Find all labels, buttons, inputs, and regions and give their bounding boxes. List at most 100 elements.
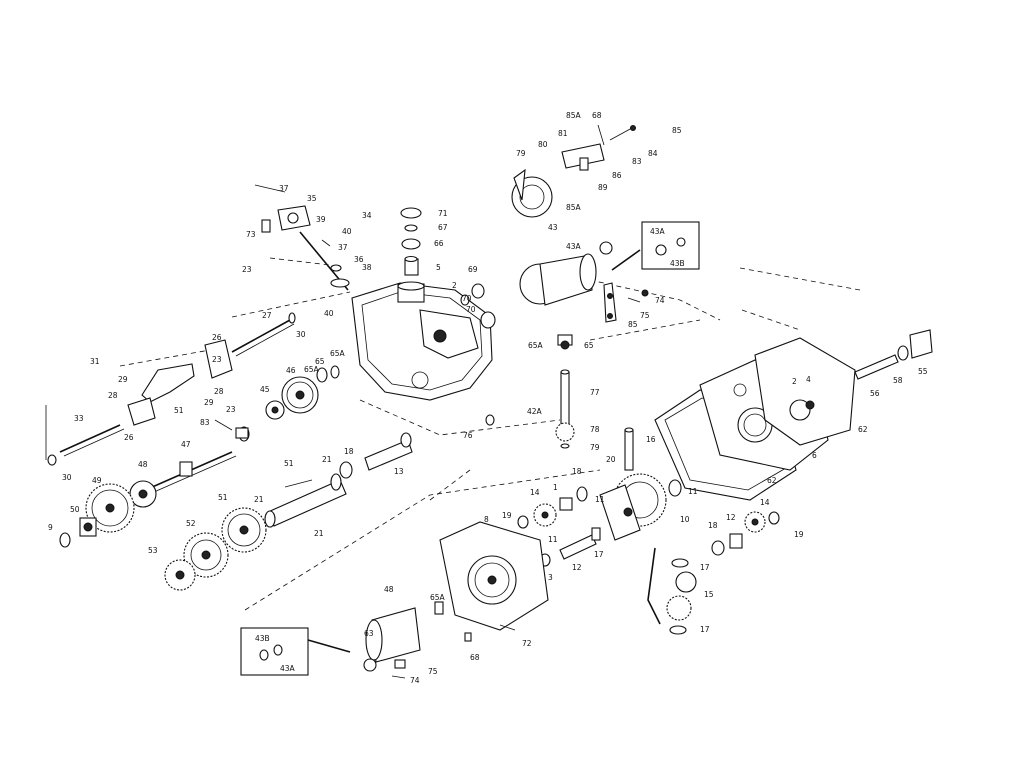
callout-14a: 14 [530,488,540,497]
callout-11b: 11 [548,535,558,544]
callout-33: 34 [362,211,372,220]
callout-17b: 17 [700,563,710,572]
callout-89: 89 [598,183,608,192]
callout-74a: 75 [640,311,650,320]
inset-bottom-label-1: 43B [255,634,270,643]
gear-case-housing [351,281,493,401]
callout-69a: 70 [462,294,472,303]
callout-52: 53 [148,546,158,555]
washer-75 [485,414,495,426]
callout-28a: 28 [108,391,118,400]
callout-76: 77 [590,388,600,397]
gears-15-17 [647,547,697,635]
callout-30b: 30 [62,473,72,482]
housing-8 [439,521,549,631]
sprocket-51 [183,532,229,578]
callout-22a: 21 [322,455,332,464]
sprocket-50 [221,507,267,553]
callout-47b: 48 [384,585,394,594]
callout-43: 43A [566,242,582,251]
callout-26b: 26 [124,433,134,442]
cover-58-rear [754,337,856,446]
small-parts-case-right [460,283,496,329]
callout-1: 1 [553,483,558,492]
callout-20: 20 [606,455,616,464]
callout-40: 42A [527,407,543,416]
callout-74b: 75 [428,667,438,676]
callout-61: 63 [364,629,374,638]
callout-36b: 37 [338,243,348,252]
shaft-32 [45,405,125,466]
callout-19a: 19 [502,511,512,520]
callout-85: 85A [566,111,582,120]
small-parts-23-82 [214,419,249,439]
callout-44: 45 [260,385,270,394]
callout-64a: 65A [528,341,544,350]
shaft-40 [555,334,575,449]
callout-73b: 74 [410,676,420,685]
callout-37: 38 [362,263,372,272]
upper-stack [400,207,422,276]
callout-17a: 17 [594,550,604,559]
small-parts-lower [434,601,516,642]
callout-53b: 51 [284,459,294,468]
callout-22b: 21 [254,495,264,504]
callout-56: 58 [893,376,903,385]
callout-71: 72 [522,639,532,648]
callout-63a: 65 [584,341,594,350]
callout-39: 40 [342,227,352,236]
gear-49 [79,517,97,537]
sprocket-47 [129,480,157,508]
callout-65a: 66 [434,239,444,248]
callout-65: 65A [304,365,320,374]
callout-29a: 29 [118,375,128,384]
shaft-12-middle [539,527,601,567]
callout-81: 81 [558,129,568,138]
callout-51: 52 [186,519,196,528]
callout-77: 78 [590,425,600,434]
callout-39b: 40 [324,309,334,318]
callout-25b: 23 [212,355,222,364]
callout-68: 69 [468,265,478,274]
callout-2b: 2 [792,377,797,386]
sprocket-52 [164,559,196,591]
shaft-46 [149,426,250,493]
callout-15: 15 [704,590,714,599]
callout-5: 5 [436,263,441,272]
callout-10: 10 [680,515,690,524]
washer-9 [59,532,71,548]
callout-49: 50 [70,505,80,514]
callout-12b: 12 [726,513,736,522]
callout-50: 51 [218,493,228,502]
bracket-47-lower [363,607,421,679]
callout-18b: 18 [572,467,582,476]
callout-19b: 19 [794,530,804,539]
shaft-27 [127,312,296,426]
callout-64c: 65A [430,593,446,602]
callout-83: 84 [648,149,658,158]
callout-6: 6 [812,451,817,460]
callout-9: 9 [48,523,53,532]
callout-72: 73 [246,230,256,239]
callout-14b: 14 [760,498,770,507]
callout-32: 33 [74,414,84,423]
callout-98: 85 [628,320,638,329]
gear-10-assembly [599,427,682,541]
callout-63b: 65 [315,357,325,366]
inset-bottom-label-2: 43A [280,664,296,673]
callout-11c: 11 [688,487,698,496]
callout-53a: 51 [174,406,184,415]
callout-26a: 26 [212,333,222,342]
callout-3: 3 [548,573,553,582]
callout-38: 39 [316,215,326,224]
callout-73a: 74 [655,296,665,305]
callout-55: 56 [870,389,880,398]
callout-54: 55 [918,367,928,376]
inset-box-bottom: 43B 43A [240,627,351,676]
callout-82a: 83 [200,418,210,427]
callout-46: 47 [181,440,191,449]
callout-70: 71 [438,209,448,218]
callout-12a: 12 [572,563,582,572]
callout-64b: 65A [330,349,346,358]
gear-14-right [711,511,780,556]
